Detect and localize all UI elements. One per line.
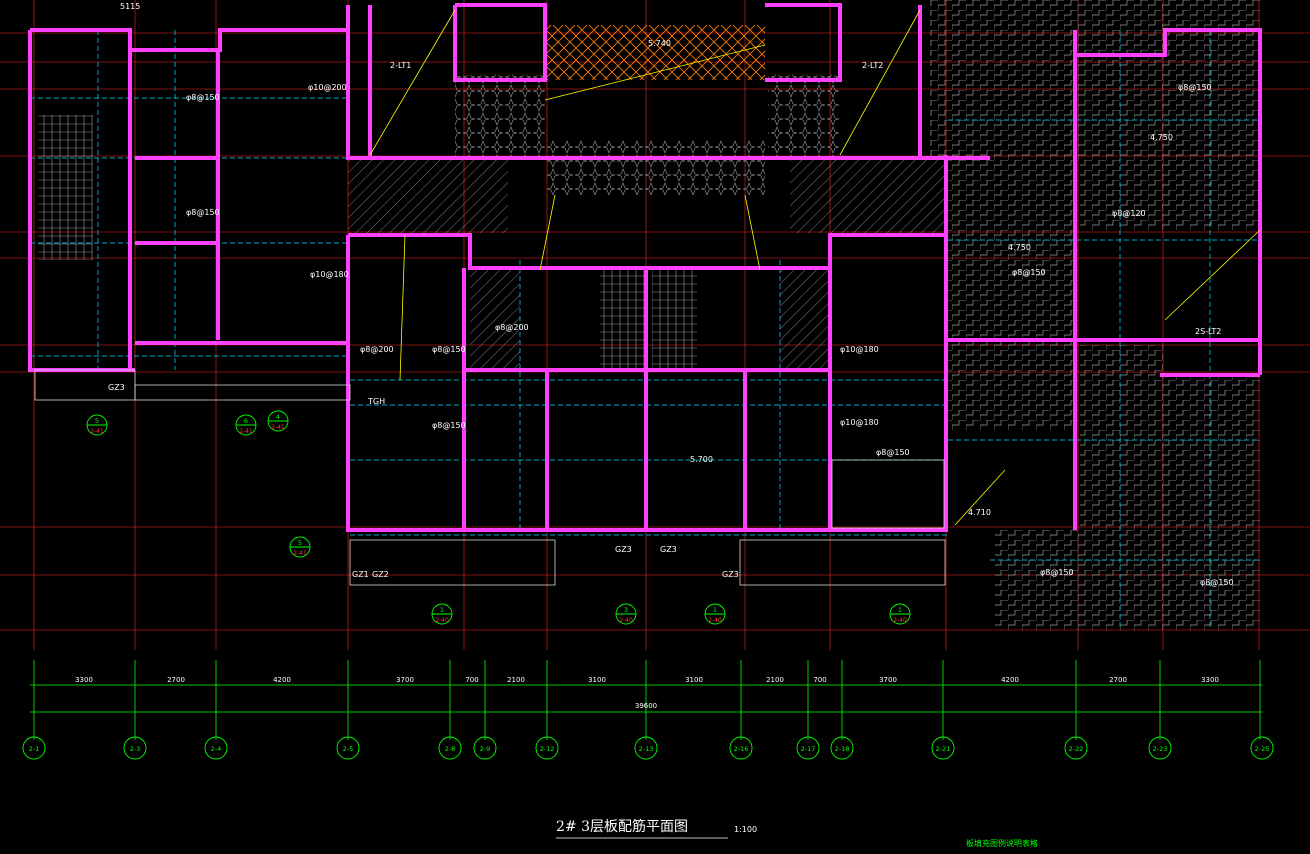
rebar-spec: φ8@150 — [186, 93, 220, 102]
detail-ref: 2-41 — [271, 424, 285, 431]
rebar-spec: φ10@180 — [840, 345, 879, 354]
rebar-spec: φ8@150 — [1200, 578, 1234, 587]
axis-label: 2-3 — [130, 745, 141, 753]
detail-number: 1 — [898, 606, 902, 614]
dimension-text: 3700 — [396, 676, 414, 684]
stair-label: 2-LT2 — [862, 61, 883, 70]
drawing-scale: 1:100 — [734, 825, 757, 834]
column-label: GZ3 — [722, 570, 739, 579]
axis-label: 2-18 — [835, 745, 850, 753]
axis-label: 2-5 — [343, 745, 354, 753]
detail-ref: 2-40 — [708, 617, 722, 624]
detail-number: 6 — [244, 417, 248, 425]
detail-number: 1 — [440, 606, 444, 614]
dimension-text: 4200 — [1001, 676, 1019, 684]
dimension-text: 2100 — [507, 676, 525, 684]
yellow-leaders — [369, 9, 1261, 526]
beam-label: TGH — [367, 397, 385, 406]
column-label: GZ3 — [660, 545, 677, 554]
detail-ref: 2-41 — [239, 428, 253, 435]
stair-label: 2S-LT2 — [1195, 327, 1221, 336]
dimension-text: 3100 — [588, 676, 606, 684]
column-label: GZ3 — [108, 383, 125, 392]
dimension-text: 3100 — [685, 676, 703, 684]
column-label: GZ2 — [372, 570, 389, 579]
dimension-text: 3300 — [1201, 676, 1219, 684]
dimension-text: 700 — [813, 676, 826, 684]
drawing-title: 2# 3层板配筋平面图 — [556, 818, 688, 835]
axis-bubbles — [22, 736, 1274, 760]
dimension-text: 2100 — [766, 676, 784, 684]
column-label: GZ3 — [615, 545, 632, 554]
axis-label: 2-17 — [801, 745, 816, 753]
rebar-spec: φ10@180 — [310, 270, 349, 279]
axis-label: 2-23 — [1153, 745, 1168, 753]
elevation-label: 5.740 — [648, 39, 671, 48]
slab-outlines — [34, 369, 946, 586]
total-dimension-text: 39600 — [635, 702, 657, 710]
rebar-spec: φ10@200 — [308, 83, 347, 92]
axis-label: 2-22 — [1069, 745, 1084, 753]
dimension-texts: 3300 2700 4200 3700 700 2100 3100 3100 2… — [75, 676, 1219, 710]
rebar-spec: φ8@150 — [432, 421, 466, 430]
rebar-spec: φ10@180 — [840, 418, 879, 427]
rebar-spec: φ8@150 — [186, 208, 220, 217]
dimension-text: 4200 — [273, 676, 291, 684]
dimension-text: 3700 — [879, 676, 897, 684]
detail-number: 5 — [298, 539, 302, 547]
rebar-spec: φ8@120 — [1112, 209, 1146, 218]
axis-label: 2-13 — [639, 745, 654, 753]
axis-label: 2-25 — [1255, 745, 1270, 753]
walls — [28, 3, 1262, 532]
dimension-text: 2700 — [1109, 676, 1127, 684]
axis-label: 2-8 — [445, 745, 456, 753]
detail-number: 3 — [624, 606, 628, 614]
rebar-spec: φ8@150 — [432, 345, 466, 354]
rebar-labels: φ8@150 φ8@150 φ10@200 φ10@180 φ8@150 φ8@… — [186, 83, 1234, 587]
axis-label: 2-4 — [211, 745, 222, 753]
axis-label: 2-1 — [29, 745, 40, 753]
column-label: GZ1 — [352, 570, 369, 579]
dimension-text: 2700 — [167, 676, 185, 684]
detail-ref: 2-40 — [893, 617, 907, 624]
rebar-spec: φ8@150 — [876, 448, 910, 457]
axis-label: 2-16 — [734, 745, 749, 753]
detail-number: 1 — [713, 606, 717, 614]
stair-label: 2-LT1 — [390, 61, 411, 70]
dimension-lines — [30, 660, 1262, 740]
rebar-spec: φ8@150 — [1040, 568, 1074, 577]
detail-callouts — [86, 410, 911, 625]
axis-label: 2-21 — [936, 745, 951, 753]
rebar-spec: φ8@150 — [1012, 268, 1046, 277]
detail-ref: 2-40 — [435, 617, 449, 624]
elevation-label: 5.700 — [690, 455, 713, 464]
dimension-text: 700 — [465, 676, 478, 684]
axis-label: 2-12 — [540, 745, 555, 753]
detail-number: 4 — [276, 413, 280, 421]
rebar-spec: φ8@200 — [495, 323, 529, 332]
elevation-label: 4.710 — [968, 508, 991, 517]
detail-ref: 2-40 — [619, 617, 633, 624]
detail-ref: 2-41 — [90, 428, 104, 435]
detail-ref: 2-41 — [293, 550, 307, 557]
legend-note: 板填充图例说明表格 — [966, 838, 1038, 848]
detail-number: 5 — [95, 417, 99, 425]
rebar-spec: φ8@150 — [1178, 83, 1212, 92]
elevation-label: 4.750 — [1150, 133, 1173, 142]
hatched-slabs — [38, 0, 1260, 630]
plan-labels: 5115 5.740 5.700 4.750 4.750 4.710 2-LT1… — [108, 2, 1221, 579]
drawing-title-block: 2# 3层板配筋平面图 1:100 板填充图例说明表格 — [556, 818, 1038, 848]
dimension-text: 3300 — [75, 676, 93, 684]
top-dimension-text: 5115 — [120, 2, 140, 11]
rebar-spec: φ8@200 — [360, 345, 394, 354]
detail-callout-texts: 5 2-41 6 2-41 4 2-41 5 2-41 1 2-40 3 2-4… — [90, 413, 907, 624]
axis-label: 2-9 — [480, 745, 491, 753]
elevation-label: 4.750 — [1008, 243, 1031, 252]
axis-labels: 2-1 2-3 2-4 2-5 2-8 2-9 2-12 2-13 2-16 2… — [29, 745, 1270, 753]
